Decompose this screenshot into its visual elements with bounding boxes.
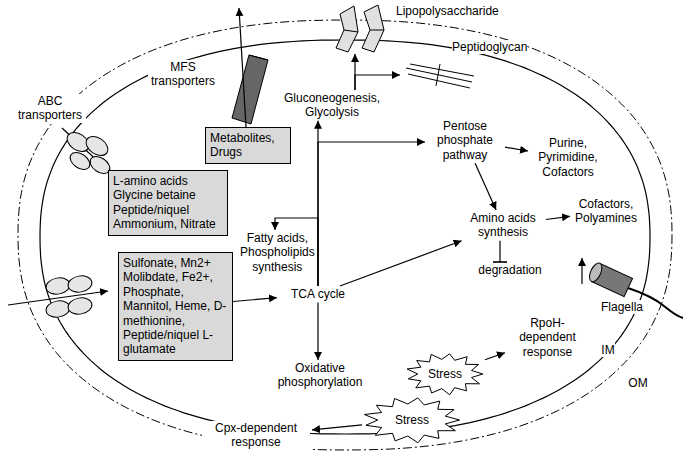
outer-membrane	[18, 20, 672, 450]
part-label: MFS transporters	[148, 60, 218, 89]
node-text: Oxidative phosphorylation	[270, 361, 370, 390]
pathway-label: Fatty acids, Phospholipids synthesis	[238, 230, 314, 275]
pathway-arrow	[505, 147, 528, 151]
pathway-arrow	[546, 216, 570, 219]
label-text: Flagella	[601, 300, 643, 314]
substrate-box: Metabolites, Drugs	[205, 127, 291, 164]
node-text: Lipopolysaccharide	[396, 4, 499, 18]
pathway-label: Purine, Pyrimidine, Cofactors	[528, 135, 608, 180]
pathway-label: Cofactors, Polyamines	[570, 196, 642, 227]
label-text: MFS transporters	[148, 60, 218, 89]
label-text: ABC transporters	[14, 94, 86, 123]
node-text: Cofactors, Polyamines	[572, 197, 640, 226]
node-text: TCA cycle	[291, 287, 345, 301]
substrate-box: Sulfonate, Mn2+ Molibdate, Fe2+, Phospha…	[118, 252, 233, 361]
part-label: Flagella	[594, 300, 650, 314]
pathway-arrow	[312, 425, 362, 430]
pathway-arrow	[499, 241, 500, 262]
node-text: Metabolites, Drugs	[210, 131, 286, 160]
node-text: Pentose phosphate pathway	[427, 119, 503, 162]
pathway-label: TCA cycle	[277, 286, 359, 302]
pathway-arrow	[475, 163, 496, 210]
abc-transporter	[62, 128, 113, 177]
part-label: IM	[598, 343, 618, 357]
node-text: Amino acids synthesis	[462, 211, 544, 240]
node-text: Purine, Pyrimidine, Cofactors	[530, 136, 606, 179]
pathway-arrow	[485, 353, 505, 360]
cell-membranes	[18, 20, 672, 450]
node-text: Fatty acids, Phospholipids synthesis	[240, 231, 315, 274]
connectors	[233, 54, 570, 430]
pathway-arrow	[340, 241, 462, 286]
pathway-label: Cpx-dependent response	[200, 420, 312, 451]
pathway-arrow	[355, 75, 400, 90]
abc-transporter	[8, 274, 108, 319]
inner-membrane	[40, 40, 650, 434]
stress-burst: Stress	[405, 352, 485, 396]
pathway-label: RpoH- dependent response	[505, 315, 590, 360]
label-text: IM	[601, 343, 614, 357]
pathway-label: degradation	[470, 262, 550, 278]
flagellum	[582, 258, 683, 318]
node-text: Sulfonate, Mn2+ Molibdate, Fe2+, Phospha…	[123, 256, 228, 357]
node-text: L-amino acids Glycine betaine Peptide/ni…	[113, 174, 223, 232]
pathway-label: Pentose phosphate pathway	[425, 118, 505, 163]
stress-burst: Stress	[362, 396, 462, 444]
label-text: OM	[628, 376, 647, 390]
part-label: ABC transporters	[14, 94, 86, 123]
node-text: degradation	[478, 263, 541, 277]
substrate-box: L-amino acids Glycine betaine Peptide/ni…	[108, 170, 228, 236]
mfs-transporter	[232, 8, 268, 127]
peptidoglycan-node: Peptidoglycan	[400, 38, 535, 88]
pathway-arrow	[318, 142, 425, 286]
node-text: RpoH- dependent response	[507, 316, 588, 359]
node-text: Peptidoglycan	[452, 40, 527, 54]
pathway-label: Gluconeogenesis, Glycolysis	[262, 90, 402, 121]
pathway-label: Oxidative phosphorylation	[268, 360, 372, 391]
node-text: Cpx-dependent response	[202, 421, 310, 450]
node-text: Gluconeogenesis, Glycolysis	[264, 91, 400, 120]
node-text: Stress	[395, 413, 429, 427]
part-label: OM	[626, 376, 650, 390]
node-text: Stress	[428, 367, 462, 381]
pathway-label: Amino acids synthesis	[460, 210, 546, 241]
pathway-arrow	[233, 298, 277, 302]
pathway-arrow	[317, 302, 318, 360]
